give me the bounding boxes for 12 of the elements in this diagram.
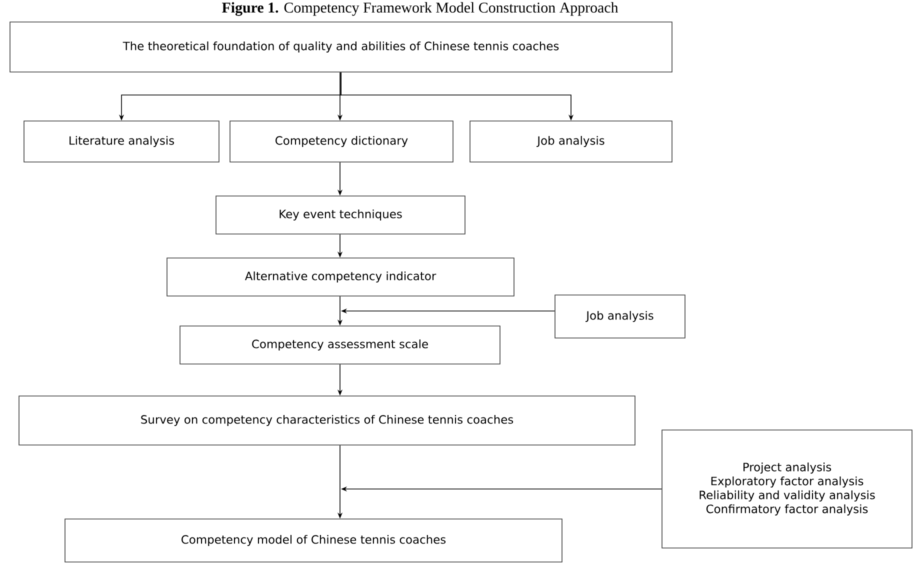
- process-box: Survey on competency characteristics of Chinese tennis coaches: [18, 396, 636, 446]
- process-box: Job analysis: [554, 294, 686, 338]
- process-box: Competency dictionary: [230, 120, 454, 162]
- process-box: The theoretical foundation of quality and abilities of Chinese tennis coaches: [10, 22, 672, 72]
- process-box: Key event techniques: [216, 196, 466, 234]
- process-box: Project analysis Exploratory factor analysis Reliability and validity analysis Confirmatory factor analysis: [662, 430, 912, 548]
- process-box: Competency model of Chinese tennis coaches: [64, 518, 562, 562]
- process-box: Job analysis: [470, 120, 672, 162]
- process-box: Literature analysis: [24, 120, 220, 162]
- process-box: Alternative competency indicator: [166, 258, 514, 296]
- process-box: Competency assessment scale: [180, 326, 500, 364]
- figure-title: Figure 1. Competency Framework Model Construction Approach: [222, 2, 618, 16]
